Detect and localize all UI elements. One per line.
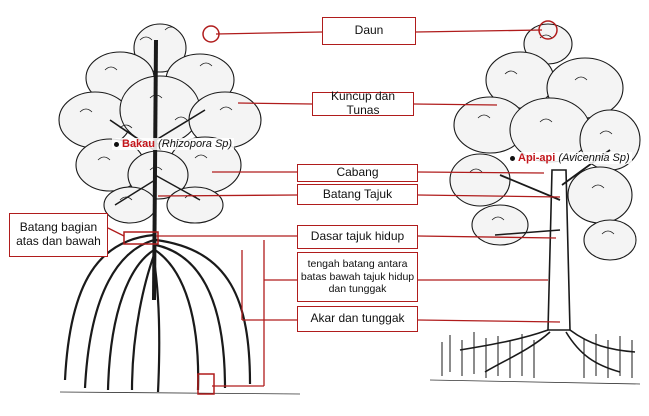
species-name: Bakau xyxy=(122,138,155,150)
bakau-canopy xyxy=(59,24,261,223)
bullet-dot xyxy=(510,156,515,161)
label-akar-dan-tunggak: Akar dan tunggak xyxy=(297,306,418,332)
label-kuncup-dan-tunas: Kuncup dan Tunas xyxy=(312,92,414,116)
tengah-batang-marker xyxy=(198,374,214,394)
bullet-dot xyxy=(114,142,119,147)
label-tengah-batang: tengah batang antara batas bawah tajuk h… xyxy=(297,252,418,302)
apiapi-canopy xyxy=(450,24,640,260)
species-label-apiapi: Api-api (Avicennia Sp) xyxy=(508,152,632,164)
apiapi-pneumatophores xyxy=(442,332,632,378)
label-batang-tajuk: Batang Tajuk xyxy=(297,184,418,205)
ground xyxy=(60,380,640,394)
species-scientific-name: (Rhizopora Sp) xyxy=(158,138,232,150)
species-label-bakau: Bakau (Rhizopora Sp) xyxy=(112,138,234,150)
species-name: Api-api xyxy=(518,152,555,164)
species-scientific-name: (Avicennia Sp) xyxy=(558,152,629,164)
label-dasar-tajuk-hidup: Dasar tajuk hidup xyxy=(297,225,418,249)
label-daun: Daun xyxy=(322,17,416,45)
label-cabang: Cabang xyxy=(297,164,418,182)
bakau-prop-roots xyxy=(65,235,250,392)
label-batang-bagian: Batang bagian atas dan bawah xyxy=(9,213,108,257)
